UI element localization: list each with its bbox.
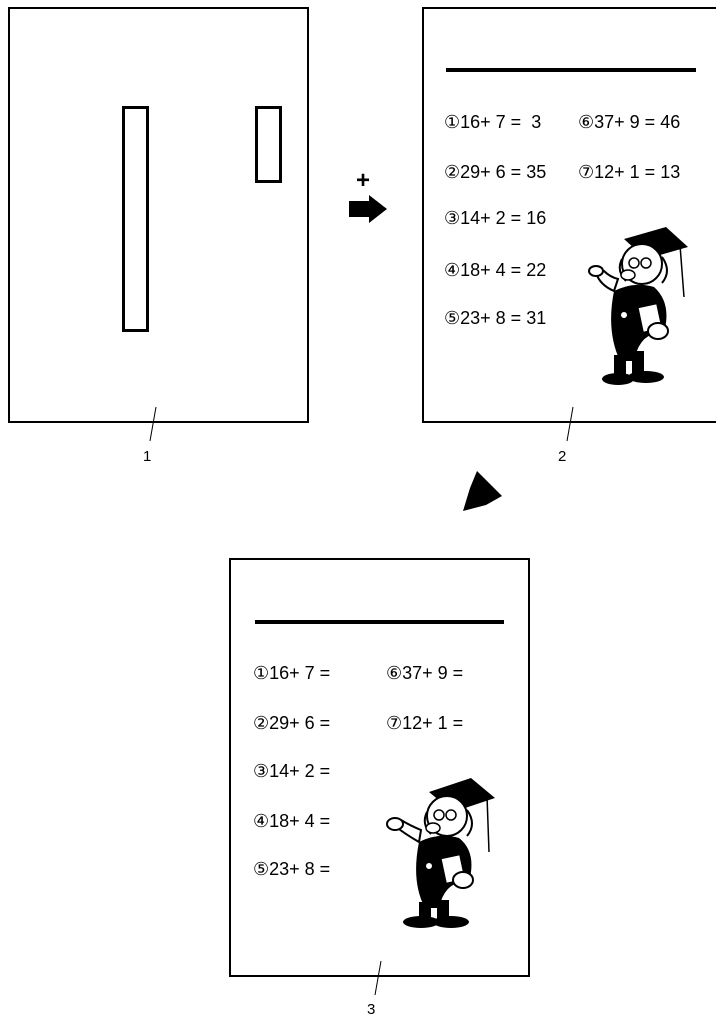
plus-sign: + (356, 167, 371, 194)
title-rule (446, 68, 696, 72)
equation-1: ①16+ 7 = 3 (444, 112, 542, 132)
equation-2: ②29+ 6 = (253, 713, 331, 733)
mask-rectangle-small (255, 106, 282, 183)
equation-7: ⑦12+ 1 = 13 (578, 162, 681, 182)
sheet-3-result-worksheet: ①16+ 7 = ②29+ 6 = ③14+ 2 = ④18+ 4 = ⑤23+… (229, 558, 530, 977)
right-arrow-icon (349, 195, 387, 223)
equation-4: ④18+ 4 = (253, 811, 331, 831)
equation-6: ⑥37+ 9 = 46 (578, 112, 681, 132)
label-3: 3 (367, 1001, 376, 1018)
sheet-1-mask (8, 7, 309, 423)
equation-5: ⑤23+ 8 = (253, 859, 331, 879)
professor-mascot-icon (588, 227, 688, 385)
equation-2: ②29+ 6 = 35 (444, 162, 547, 182)
equation-1: ①16+ 7 = (253, 663, 331, 683)
equation-7: ⑦12+ 1 = (386, 713, 464, 733)
equation-6: ⑥37+ 9 = (386, 663, 464, 683)
leader-line-3 (374, 960, 382, 996)
equation-3: ③14+ 2 = (253, 761, 331, 781)
sheet-2-answered-worksheet: ①16+ 7 = 3 ②29+ 6 = 35 ③14+ 2 = 16 ④18+ … (422, 7, 716, 423)
equation-5: ⑤23+ 8 = 31 (444, 308, 547, 328)
mask-rectangle-large (122, 106, 149, 332)
down-left-arrow-icon (463, 471, 502, 511)
leader-line-1 (149, 406, 157, 442)
label-2: 2 (558, 448, 567, 465)
equation-4: ④18+ 4 = 22 (444, 260, 547, 280)
label-1: 1 (143, 448, 152, 465)
professor-mascot-icon (386, 778, 495, 928)
title-rule (255, 620, 504, 624)
equation-3: ③14+ 2 = 16 (444, 208, 547, 228)
leader-line-2 (566, 406, 574, 442)
